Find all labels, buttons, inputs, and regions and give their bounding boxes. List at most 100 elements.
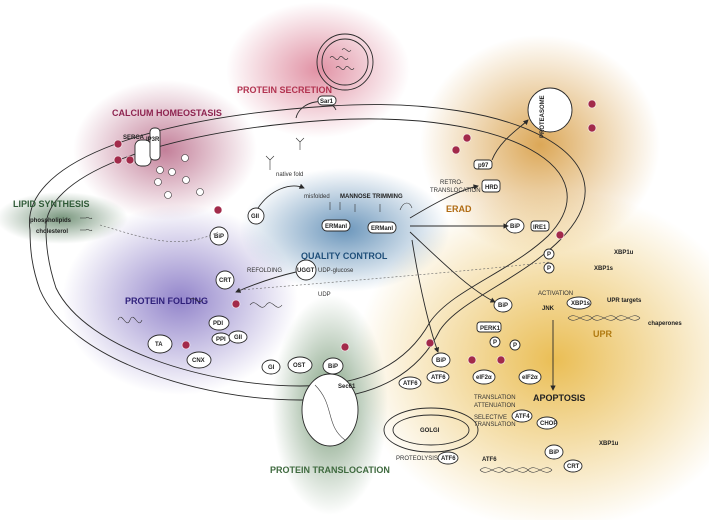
p-node-2 bbox=[543, 262, 555, 274]
gii-label-1: GII bbox=[251, 214, 259, 220]
eif2a-label-2: eIF2α bbox=[522, 375, 538, 381]
p-node-4 bbox=[509, 339, 521, 351]
bip-atf-label: BiP bbox=[436, 358, 446, 364]
atf6-label-2: ATF6 bbox=[431, 375, 446, 381]
jnk-label: JNK bbox=[542, 306, 555, 312]
pdi-node bbox=[208, 315, 230, 331]
p-node-3 bbox=[489, 336, 501, 348]
ire1-node bbox=[530, 220, 550, 232]
ta-label: TA bbox=[155, 342, 163, 348]
native-fold-label: native fold bbox=[276, 172, 303, 178]
sec61-label: Sec61 bbox=[338, 384, 356, 390]
atf6-node-2 bbox=[426, 370, 450, 384]
atf4-label: ATF4 bbox=[515, 414, 530, 420]
phospholipids-label: phospholipids bbox=[30, 218, 72, 224]
region-calcium-homeostasis: CALCIUM HOMEOSTASIS bbox=[112, 108, 222, 118]
gi-label: GI bbox=[268, 365, 275, 371]
ermani-node-2 bbox=[367, 221, 397, 234]
hrd-node bbox=[481, 179, 501, 193]
halo-folding bbox=[62, 205, 298, 395]
erad-calcium-degraded bbox=[451, 99, 597, 155]
crt-fold-node bbox=[215, 270, 235, 290]
xbp1s-node-label: XBP1s bbox=[571, 301, 591, 307]
folding-chains bbox=[117, 298, 283, 324]
p97-node bbox=[473, 159, 493, 170]
bip-bottom-node bbox=[544, 444, 564, 460]
bip-perk-label: BiP bbox=[498, 303, 508, 309]
serca-label: SERCA bbox=[123, 135, 145, 141]
secretion-vesicle-outer bbox=[316, 33, 374, 91]
xbp1s-node bbox=[566, 296, 592, 310]
pdi-label: PDI bbox=[213, 321, 223, 327]
gii-node-2 bbox=[228, 330, 248, 344]
xbp1u-top-label: XBP1u bbox=[614, 250, 634, 256]
serca-pump bbox=[134, 139, 152, 167]
bip-atf-node bbox=[431, 352, 451, 368]
crt-bottom-node bbox=[563, 459, 583, 473]
ermani-label-2: ERManI bbox=[371, 226, 393, 232]
translation2-label: TRANSLATION bbox=[474, 422, 516, 428]
refolding-label: REFOLDING bbox=[247, 268, 282, 274]
gi-node bbox=[261, 359, 281, 375]
uggt-node bbox=[295, 259, 317, 281]
attenuation-label: ATTENUATION bbox=[474, 403, 515, 409]
hrd-label: HRD bbox=[485, 185, 499, 191]
proteolysis-label: PROTEOLYSIS bbox=[396, 456, 438, 462]
halo-calcium bbox=[73, 80, 257, 220]
refold-arrow bbox=[235, 271, 297, 293]
dna-helix-upr-b bbox=[567, 315, 641, 321]
secretion-bud bbox=[295, 101, 337, 119]
cnx-node bbox=[186, 351, 212, 369]
p-label-4: P bbox=[513, 343, 517, 349]
uggt-label: UGGT bbox=[297, 268, 315, 274]
cholesterol-label: cholesterol bbox=[36, 229, 68, 235]
translation-label: TRANSLATION bbox=[474, 395, 516, 401]
atf6-node-1 bbox=[398, 376, 422, 390]
crt-bottom-label: CRT bbox=[567, 464, 580, 470]
proteasome-label: PROTEASOME bbox=[540, 95, 546, 138]
chop-node bbox=[536, 416, 558, 430]
apoptosis-label: APOPTOSIS bbox=[533, 393, 585, 403]
bip-bottom-label: BiP bbox=[549, 450, 559, 456]
region-lipid-synthesis: LIPID SYNTHESIS bbox=[13, 199, 90, 209]
activation-label: ACTIVATION bbox=[538, 291, 573, 297]
halo-lipid bbox=[0, 192, 128, 244]
p-label-1: P bbox=[547, 252, 551, 258]
golgi-label: GOLGI bbox=[420, 428, 440, 434]
eif2a-node-1 bbox=[472, 369, 496, 385]
ta-node bbox=[147, 334, 173, 354]
ire1-label: IRE1 bbox=[533, 225, 547, 231]
bip-perk-node bbox=[493, 297, 513, 313]
region-quality-control: QUALITY CONTROL bbox=[301, 251, 388, 261]
chop-label: CHOP bbox=[540, 421, 557, 427]
gii-label-2: GII bbox=[234, 335, 242, 341]
erad-path bbox=[491, 119, 529, 161]
bip-trans-label: BiP bbox=[328, 364, 338, 370]
ip3r-channel bbox=[149, 127, 161, 161]
region-protein-secretion: PROTEIN SECRETION bbox=[237, 85, 332, 95]
retro-label: RETRO- bbox=[440, 180, 463, 186]
bip-ire-label: BiP bbox=[510, 224, 520, 230]
cnx-label: CNX bbox=[192, 358, 205, 364]
mannose-trimming-label: MANNOSE TRIMMING bbox=[340, 194, 403, 200]
udp-glucose-label: UDP-glucose bbox=[318, 268, 354, 274]
misfolded-label: misfolded bbox=[304, 194, 330, 200]
lipid-icons bbox=[80, 217, 93, 231]
atf6-label-1: ATF6 bbox=[403, 381, 418, 387]
bip-trans-node bbox=[322, 357, 344, 375]
p-node-1 bbox=[543, 248, 555, 260]
atf6-golgi-node bbox=[437, 451, 459, 465]
sar1-label: Sar1 bbox=[320, 99, 334, 105]
golgi-outer bbox=[383, 407, 479, 453]
flow-arrow-atf6 bbox=[411, 239, 440, 353]
gii-node-1 bbox=[247, 207, 265, 225]
sar1-node bbox=[317, 95, 337, 106]
sec61-split bbox=[314, 384, 346, 441]
atf6-golgi-label: ATF6 bbox=[441, 456, 456, 462]
dna-helix-bottom-b bbox=[479, 467, 553, 473]
dashed-lipid bbox=[99, 224, 219, 242]
ermani-label-1: ERManI bbox=[325, 224, 347, 230]
selective-label: SELECTIVE bbox=[474, 415, 507, 421]
glycan-chains bbox=[265, 137, 413, 212]
